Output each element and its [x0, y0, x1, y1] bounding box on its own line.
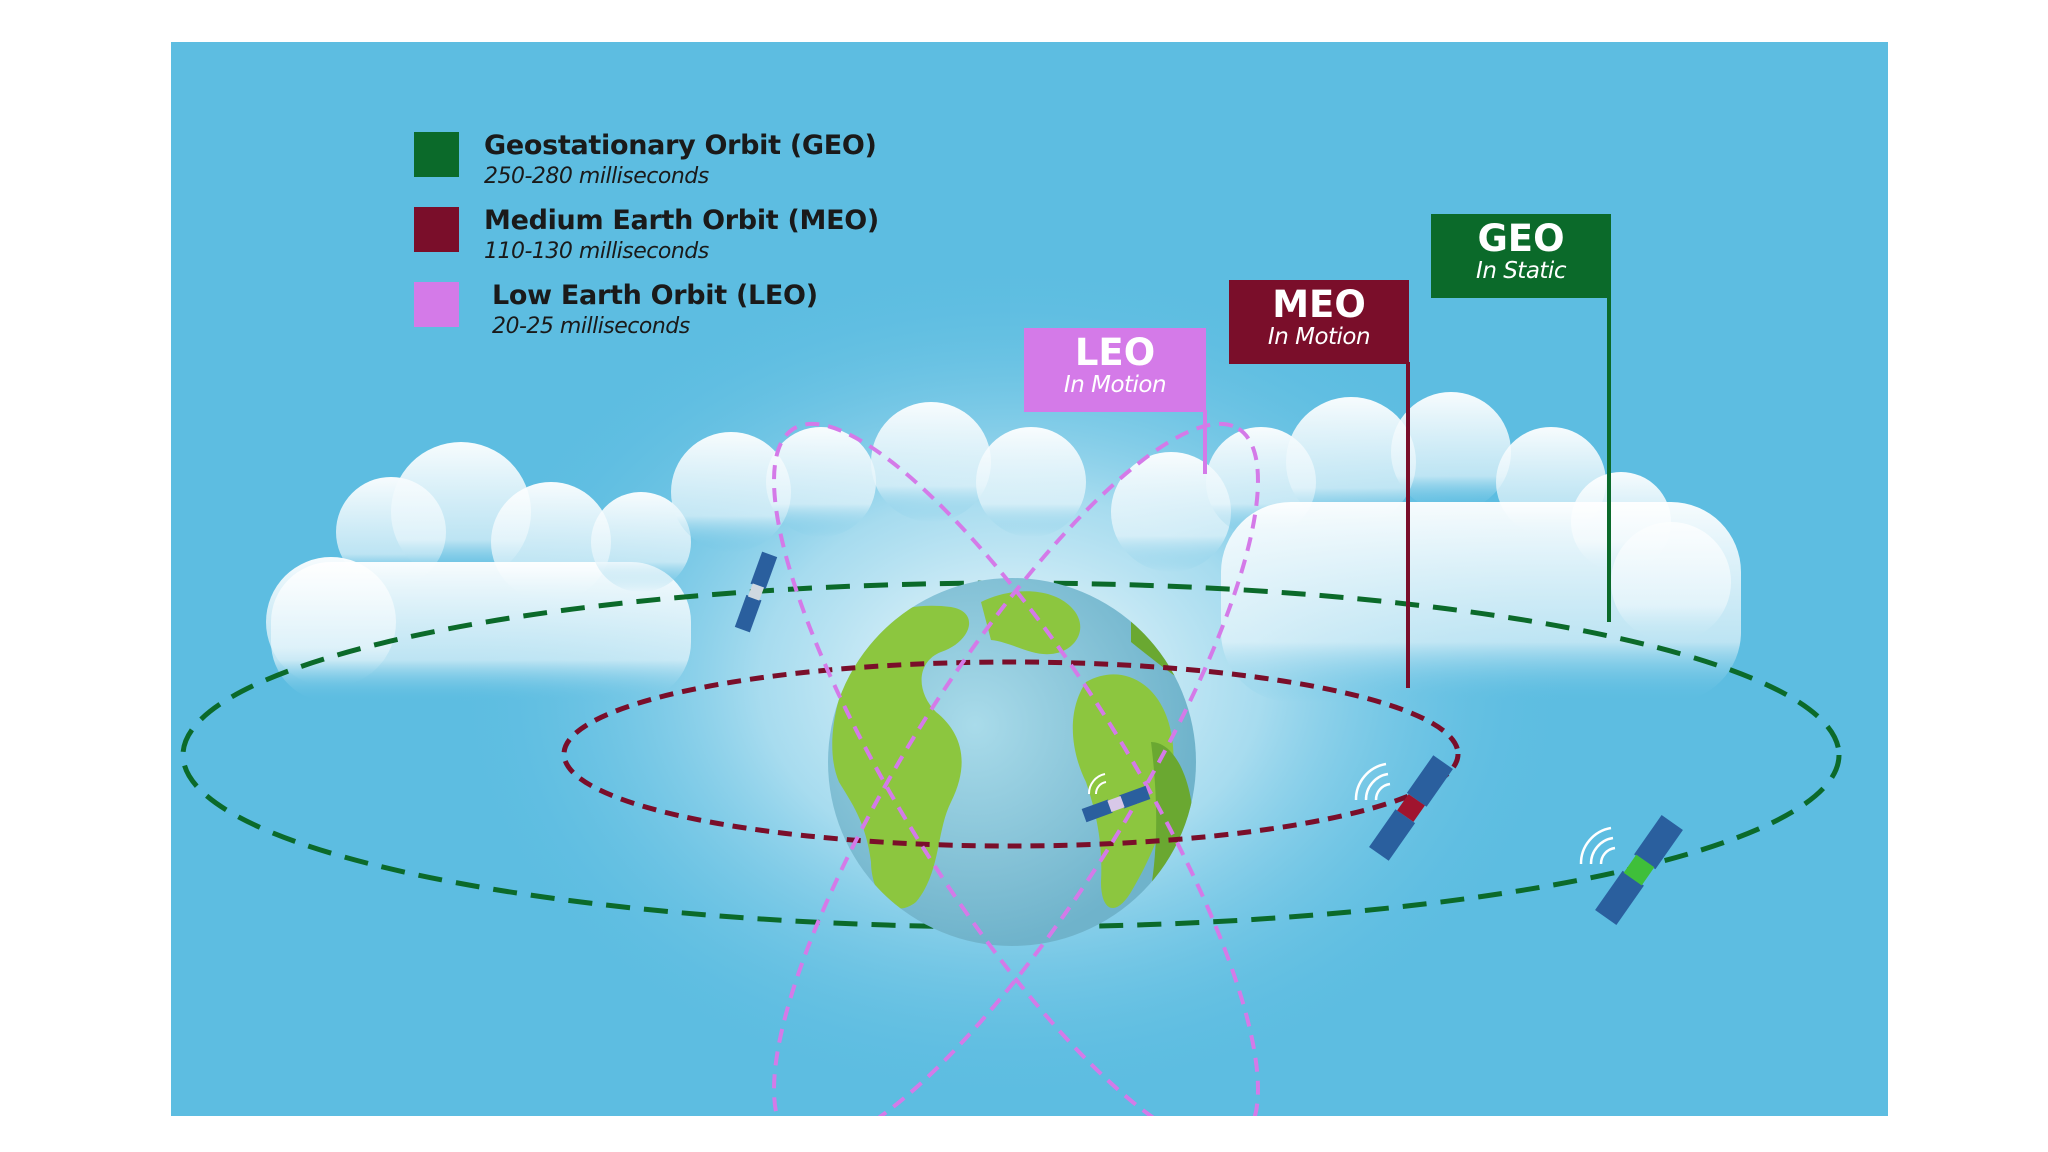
- geo-flag: GEO In Static: [1431, 214, 1611, 298]
- satellite-icon: [734, 551, 778, 633]
- geo-flag-box: [1431, 214, 1611, 298]
- geo-orbit: [180, 580, 1842, 930]
- meo-flag: MEO In Motion: [1229, 280, 1409, 364]
- legend-subtitle: 250-280 milliseconds: [484, 164, 709, 189]
- signal-icon: [1579, 826, 1616, 865]
- diagram-panel: Geostationary Orbit (GEO) 250-280 millis…: [171, 42, 1888, 1116]
- legend: Geostationary Orbit (GEO) 250-280 millis…: [414, 130, 934, 392]
- satellite-icon: [1081, 785, 1151, 823]
- flag-state: In Static: [1476, 258, 1566, 284]
- meo-swatch: [414, 207, 459, 252]
- meo-flag-box: [1229, 280, 1409, 364]
- signal-icon: [1087, 773, 1107, 795]
- legend-subtitle: 20-25 milliseconds: [492, 314, 690, 339]
- flag-name: LEO: [1074, 331, 1156, 374]
- satellite-icon: [1595, 815, 1683, 925]
- cloud-icon: [266, 392, 1741, 702]
- geo-swatch: [414, 132, 459, 177]
- orbit-diagram: [180, 214, 1842, 1116]
- legend-title: Low Earth Orbit (LEO): [492, 280, 818, 311]
- legend-title: Geostationary Orbit (GEO): [484, 130, 877, 161]
- leo-flag-box: [1024, 328, 1206, 412]
- satellite-icon: [1369, 755, 1453, 861]
- flag-state: In Motion: [1063, 372, 1167, 398]
- flag-name: GEO: [1477, 217, 1565, 260]
- signal-icon: [1354, 762, 1391, 801]
- flag-state: In Motion: [1267, 324, 1371, 350]
- leo-orbit-a: [772, 421, 1260, 1116]
- legend-title: Medium Earth Orbit (MEO): [484, 205, 879, 236]
- legend-subtitle: 110-130 milliseconds: [484, 239, 709, 264]
- flag-name: MEO: [1272, 283, 1366, 326]
- meo-orbit: [561, 659, 1461, 849]
- leo-swatch: [414, 282, 459, 327]
- leo-flag: LEO In Motion: [1024, 328, 1206, 412]
